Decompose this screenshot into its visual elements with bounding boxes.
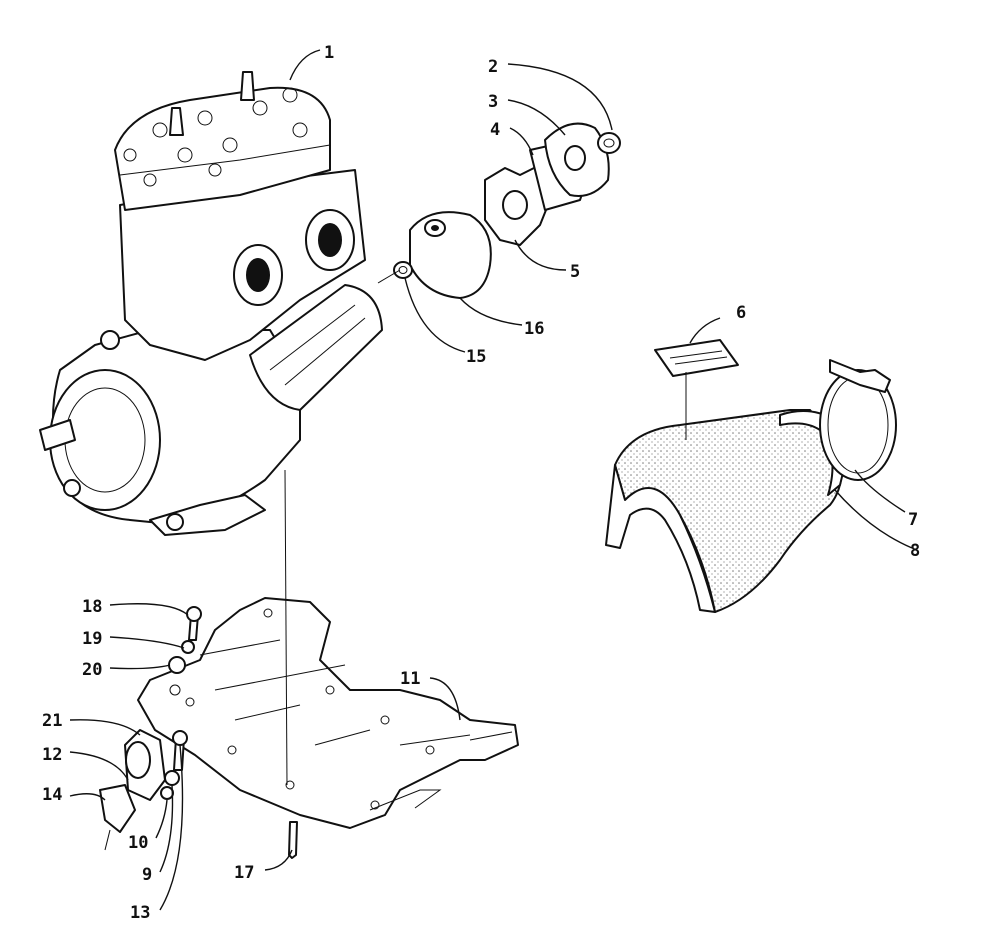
coupler-parts [393, 122, 621, 299]
callout-labels: 1 2 3 4 5 6 7 8 9 10 11 12 13 14 15 16 1… [42, 43, 920, 923]
callout-21: 21 [42, 711, 62, 731]
callout-14: 14 [42, 785, 62, 805]
callout-11: 11 [400, 669, 420, 689]
callout-3: 3 [488, 92, 498, 112]
alignment-lines [104, 269, 687, 851]
callout-5: 5 [570, 262, 580, 282]
callout-16: 16 [524, 319, 544, 339]
callout-10: 10 [128, 833, 148, 853]
callout-17: 17 [234, 863, 254, 883]
callout-15: 15 [466, 347, 486, 367]
callout-7: 7 [908, 510, 918, 530]
callout-1: 1 [324, 43, 334, 63]
engine-plate [99, 597, 519, 859]
callout-9: 9 [142, 865, 152, 885]
callout-8: 8 [910, 541, 920, 561]
callout-6: 6 [736, 303, 746, 323]
callout-2: 2 [488, 57, 498, 77]
hood-boot-parts [605, 339, 897, 613]
engine-illustration [39, 71, 383, 536]
leader-lines [69, 49, 913, 911]
callout-19: 19 [82, 629, 102, 649]
callout-12: 12 [42, 745, 62, 765]
callout-4: 4 [490, 120, 500, 140]
callout-20: 20 [82, 660, 102, 680]
callout-13: 13 [130, 903, 150, 923]
callout-18: 18 [82, 597, 102, 617]
